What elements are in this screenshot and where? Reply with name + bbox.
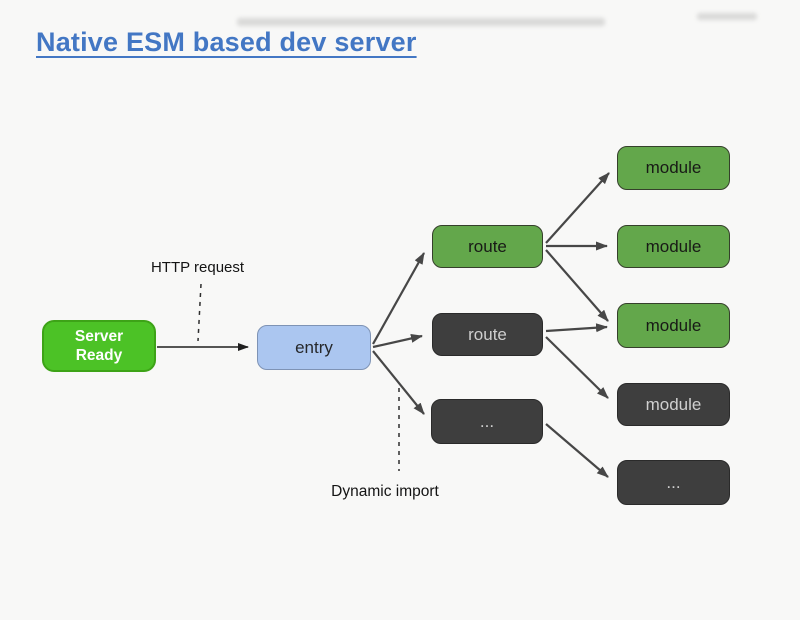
node-entry: entry <box>257 325 371 370</box>
node-label: ... <box>479 411 495 431</box>
arrow-entry-to-route-mid <box>372 334 423 349</box>
arrow-route-top-to-module-3 <box>545 249 609 322</box>
arrow-entry-to-route-top <box>372 252 425 345</box>
node-module-3: module <box>617 303 730 348</box>
node-modules-ellipsis: ... <box>617 460 730 505</box>
arrow-route-top-to-module-1 <box>545 172 610 244</box>
node-label: module <box>645 158 702 177</box>
top-edge-artifact <box>237 18 605 26</box>
node-label: module <box>645 315 702 335</box>
node-route-dark: route <box>432 313 543 356</box>
top-edge-artifact <box>697 13 757 20</box>
node-server-ready: Server Ready <box>42 320 156 372</box>
node-routes-ellipsis: ... <box>431 399 543 444</box>
http-request-pointer-dashed-line <box>197 283 202 342</box>
node-route-green: route <box>432 225 543 268</box>
arrow-routes-more-to-modules-more <box>545 423 609 478</box>
dynamic-import-label: Dynamic import <box>331 483 439 500</box>
arrow-route-mid-to-module-4 <box>545 336 609 399</box>
node-label: ... <box>666 472 681 492</box>
arrow-route-mid-to-module-3 <box>545 323 608 333</box>
node-label: module <box>645 236 702 256</box>
page-title[interactable]: Native ESM based dev server <box>36 27 417 57</box>
arrow-entry-to-routes-more <box>372 350 425 415</box>
node-module-1: module <box>617 146 730 190</box>
node-label: route <box>468 324 507 344</box>
node-module-4: module <box>617 383 730 426</box>
node-label: route <box>468 236 507 256</box>
node-label: Server Ready <box>74 327 124 364</box>
http-request-label: HTTP request <box>150 259 245 276</box>
node-label: entry <box>295 337 333 357</box>
node-module-2: module <box>617 225 730 268</box>
node-label: module <box>645 394 702 414</box>
